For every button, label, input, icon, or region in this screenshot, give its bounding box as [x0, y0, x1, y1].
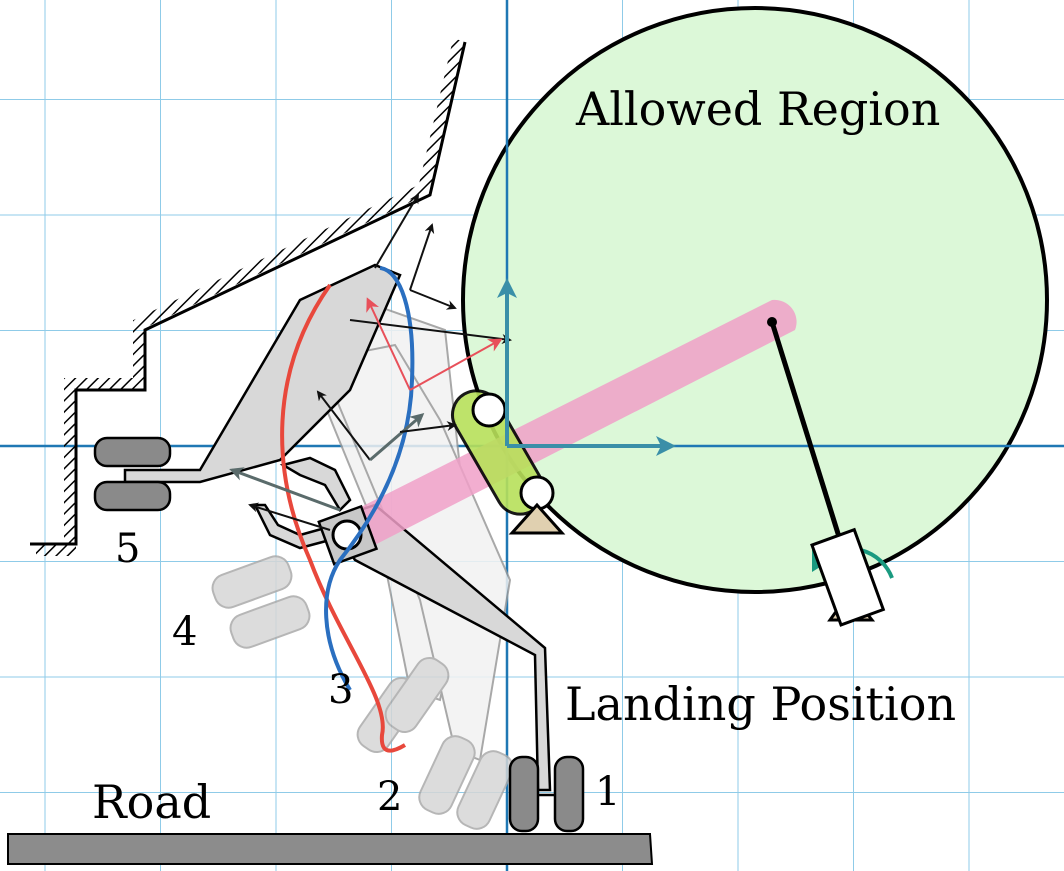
- path-blue: [324, 266, 415, 692]
- wheel-pos1-right: [553, 755, 585, 833]
- fuselage-wall: [30, 38, 467, 556]
- position-label-1: 1: [595, 769, 620, 815]
- wheel-pos1-left: [508, 755, 540, 833]
- position-label-2: 2: [377, 774, 402, 820]
- ghost-wheel-pos4: [211, 555, 311, 649]
- position-label-3: 3: [328, 667, 353, 713]
- pin-joint-upper: [471, 392, 507, 428]
- road-label: Road: [92, 775, 211, 829]
- ground-support: [508, 502, 566, 535]
- actuator: [767, 317, 894, 627]
- wheel-pos5-bottom: [93, 480, 172, 512]
- allowed-region-label: Allowed Region: [575, 82, 940, 136]
- gear-retracted-position: [93, 263, 402, 512]
- ghost-wheel-pos2: [418, 735, 514, 830]
- pink-link-arm: [345, 299, 797, 555]
- position-label-4: 4: [172, 609, 197, 655]
- road: [7, 833, 654, 865]
- landing-position-label: Landing Position: [565, 677, 956, 731]
- actuator-pivot: [767, 317, 777, 327]
- force-arrows: [229, 193, 512, 531]
- position-label-5: 5: [115, 526, 140, 572]
- ghost-wheel-pos3: [356, 656, 450, 754]
- wheel-pos5-top: [93, 436, 172, 468]
- actuator-body: [810, 527, 886, 627]
